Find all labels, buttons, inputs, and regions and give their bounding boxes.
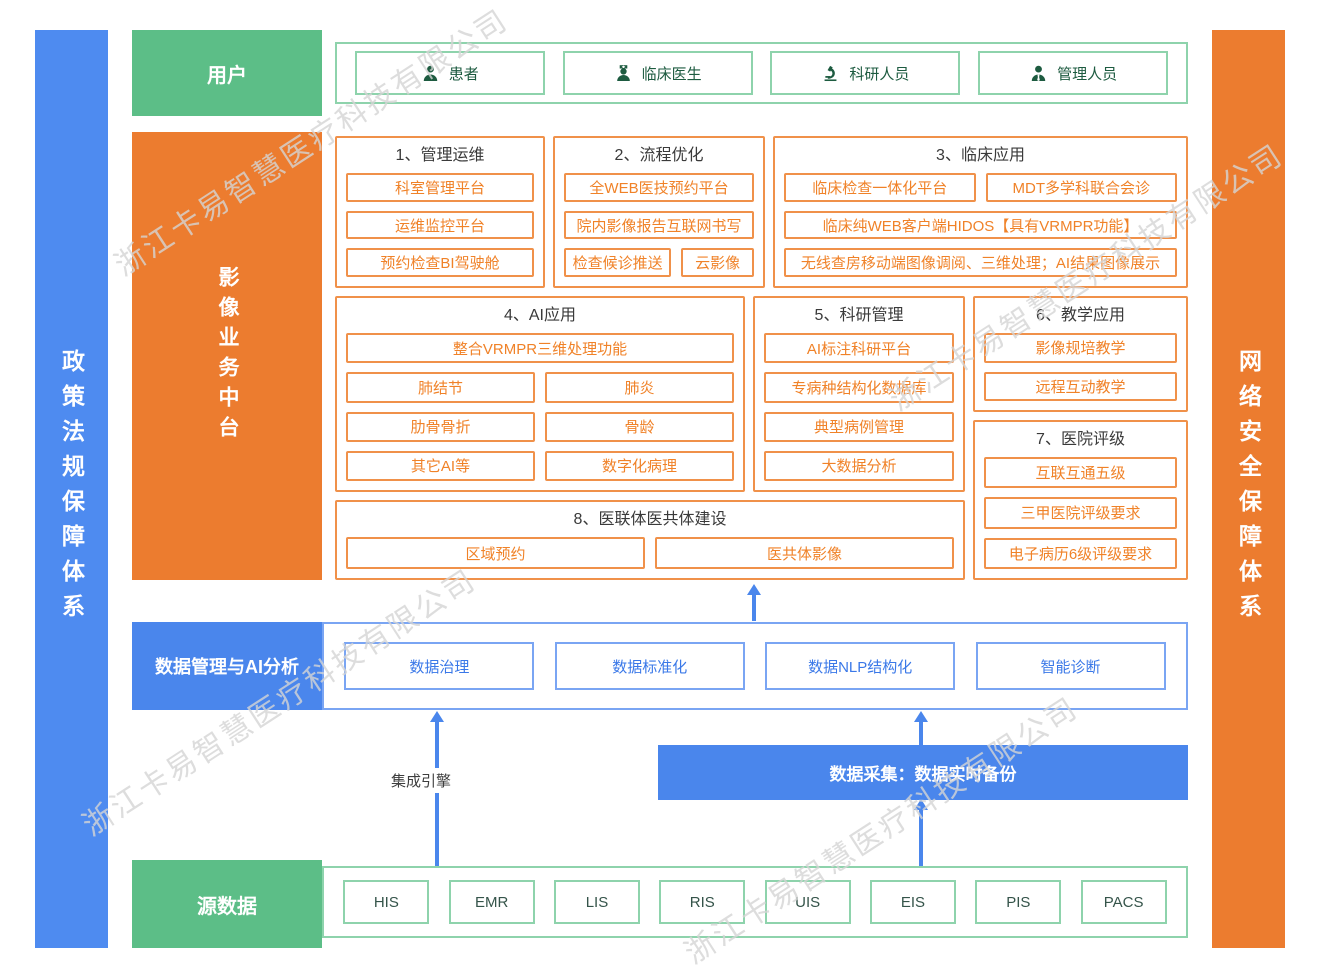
group-title: 7、医院评级: [1036, 431, 1125, 448]
policy-regulation-bar: 政策法规保障体系: [35, 30, 108, 948]
platform-item: 预约检查BI驾驶舱: [346, 248, 534, 278]
up-arrow: [913, 799, 929, 866]
platform-item: 其它AI等: [346, 450, 535, 481]
platform-item: 肺结节: [346, 372, 535, 403]
data-collection-box: 数据采集：数据实时备份: [658, 745, 1188, 800]
policy-regulation-label: 政策法规保障体系: [58, 349, 85, 629]
group-process-optimization: 2、流程优化 全WEB医技预约平台 院内影像报告互联网书写 检查候诊推送 云影像: [553, 136, 765, 288]
arrow-head-icon: [747, 584, 761, 595]
platform-item: 远程互动教学: [984, 371, 1177, 401]
platform-item: 临床纯WEB客户端HIDOS【具有VRMPR功能】: [784, 210, 1177, 240]
user-row-container: 患者 临床医生 科研人员 管理人员: [335, 42, 1188, 104]
platform-item: 全WEB医技预约平台: [564, 173, 754, 202]
user-item-clinician: 临床医生: [562, 51, 753, 95]
source-system: RIS: [659, 880, 746, 924]
platform-item: AI标注科研平台: [764, 333, 954, 364]
user-item-researcher: 科研人员: [770, 51, 961, 95]
platform-item: 运维监控平台: [346, 210, 534, 240]
group-clinical-application: 3、临床应用 临床检查一体化平台 MDT多学科联合会诊 临床纯WEB客户端HID…: [773, 136, 1188, 288]
group-title: 1、管理运维: [395, 147, 485, 164]
user-item-manager: 管理人员: [978, 51, 1169, 95]
arrow-shaft: [919, 808, 923, 866]
group-hospital-rating: 7、医院评级 互联互通五级 三甲医院评级要求 电子病历6级评级要求: [973, 420, 1188, 580]
arrow-head-icon: [914, 711, 928, 722]
source-system: PACS: [1080, 880, 1167, 924]
platform-item: 肺炎: [545, 372, 734, 403]
platform-item: 整合VRMPR三维处理功能: [346, 333, 734, 364]
platform-item: 医共体影像: [655, 537, 954, 569]
platform-item: 肋骨骨折: [346, 411, 535, 442]
up-arrow: [913, 711, 929, 745]
group-title: 6、教学应用: [1036, 307, 1125, 324]
arrow-shaft: [752, 593, 756, 621]
group-title: 2、流程优化: [614, 147, 704, 164]
platform-item: 典型病例管理: [764, 411, 954, 442]
platform-content: 1、管理运维 科室管理平台 运维监控平台 预约检查BI驾驶舱 2、流程优化 全W…: [335, 132, 1188, 580]
arrow-shaft: [919, 720, 923, 745]
platform-item: 检查候诊推送: [564, 248, 672, 278]
integration-arrow: [429, 711, 445, 866]
arrow-head-icon: [914, 799, 928, 810]
source-system: EIS: [869, 880, 956, 924]
platform-item: 云影像: [681, 248, 754, 278]
data-mgmt-label: 数据管理与AI分析: [132, 622, 322, 710]
user-item-patient: 患者: [354, 51, 545, 95]
user-item-label: 患者: [448, 65, 479, 83]
user-item-label: 管理人员: [1057, 65, 1118, 83]
data-mgmt-container: 数据治理 数据标准化 数据NLP结构化 智能诊断: [322, 622, 1188, 710]
platform-item: 院内影像报告互联网书写: [564, 210, 754, 240]
network-security-label: 网络安全保障体系: [1235, 349, 1262, 629]
group-title: 5、科研管理: [814, 307, 904, 324]
arrow-head-icon: [430, 711, 444, 722]
source-system: HIS: [343, 880, 430, 924]
platform-item: 三甲医院评级要求: [984, 497, 1177, 529]
platform-label: 影像业务中台: [216, 266, 239, 446]
user-item-label: 科研人员: [849, 65, 910, 83]
source-system: PIS: [975, 880, 1062, 924]
group-management-ops: 1、管理运维 科室管理平台 运维监控平台 预约检查BI驾驶舱: [335, 136, 545, 288]
group-title: 8、医联体医共体建设: [573, 511, 727, 528]
network-security-bar: 网络安全保障体系: [1212, 30, 1285, 948]
up-arrow: [746, 584, 762, 621]
data-mgmt-item: 智能诊断: [975, 642, 1166, 690]
group-title: 4、AI应用: [503, 307, 577, 324]
platform-item: 专病种结构化数据库: [764, 372, 954, 403]
patient-icon: [423, 65, 438, 81]
group-ai-application: 4、AI应用 整合VRMPR三维处理功能 肺结节 肺炎 肋骨骨折 骨龄 其它AI…: [335, 296, 745, 492]
microscope-icon: [824, 65, 837, 81]
integration-engine-label: 集成引擎: [386, 768, 457, 793]
user-row-label: 用户: [132, 30, 322, 116]
doctor-icon: [616, 64, 630, 81]
platform-item: 互联互通五级: [984, 457, 1177, 489]
platform-item: 无线查房移动端图像调阅、三维处理；AI结果图像展示: [784, 248, 1177, 278]
group-teaching-application: 6、教学应用 影像规培教学 远程互动教学: [973, 296, 1188, 412]
group-medical-alliance: 8、医联体医共体建设 区域预约 医共体影像: [335, 500, 965, 580]
platform-item: 科室管理平台: [346, 173, 534, 202]
source-system: UIS: [764, 880, 851, 924]
data-mgmt-item: 数据NLP结构化: [765, 642, 956, 690]
platform-item: 骨龄: [545, 411, 734, 442]
arrow-shaft: [435, 720, 439, 866]
platform-label-box: 影像业务中台: [132, 132, 322, 580]
platform-item: 大数据分析: [764, 450, 954, 481]
group-research-management: 5、科研管理 AI标注科研平台 专病种结构化数据库 典型病例管理 大数据分析: [753, 296, 965, 492]
data-mgmt-item: 数据治理: [344, 642, 535, 690]
data-mgmt-item: 数据标准化: [554, 642, 745, 690]
platform-item: 区域预约: [346, 537, 645, 569]
user-item-label: 临床医生: [641, 65, 702, 83]
platform-item: MDT多学科联合会诊: [985, 173, 1177, 202]
source-data-label: 源数据: [132, 860, 322, 948]
source-system: LIS: [553, 880, 640, 924]
platform-item: 数字化病理: [545, 450, 734, 481]
manager-icon: [1031, 65, 1046, 81]
source-data-container: HIS EMR LIS RIS UIS EIS PIS PACS: [322, 866, 1188, 938]
platform-item: 影像规培教学: [984, 333, 1177, 363]
platform-item: 电子病历6级评级要求: [984, 537, 1177, 569]
platform-item: 临床检查一体化平台: [784, 173, 976, 202]
source-system: EMR: [448, 880, 535, 924]
group-title: 3、临床应用: [936, 147, 1025, 164]
